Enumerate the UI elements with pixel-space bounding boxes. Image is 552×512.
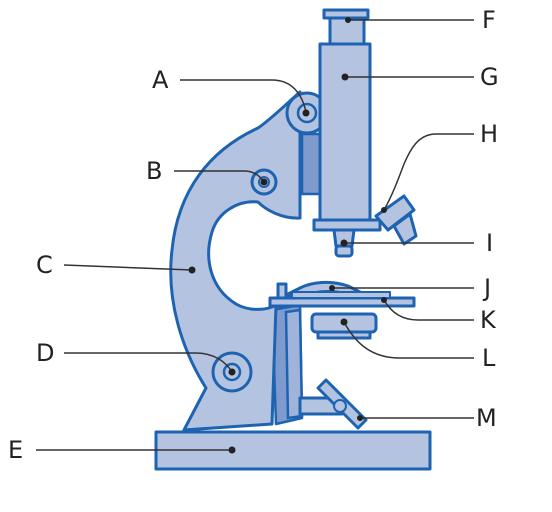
- dot-j: [329, 285, 335, 291]
- microscope-pillar-shadow-inner: [284, 308, 304, 420]
- label-d: D: [36, 339, 54, 367]
- dot-k: [381, 297, 387, 303]
- dot-i: [340, 239, 348, 247]
- stage-clip-post: [276, 282, 288, 300]
- dot-f: [345, 17, 351, 23]
- diaphragm-bottom: [316, 330, 372, 340]
- mirror-pivot: [333, 399, 347, 413]
- dot-c: [188, 266, 196, 274]
- label-f: F: [482, 6, 496, 34]
- label-e: E: [8, 436, 23, 464]
- dot-m: [357, 415, 363, 421]
- label-h: H: [480, 120, 498, 148]
- label-m: M: [476, 404, 497, 432]
- leader-line-l: [343, 321, 474, 359]
- stage: [268, 296, 416, 308]
- label-b: B: [146, 157, 162, 185]
- dot-d: [228, 368, 236, 376]
- dot-e: [228, 446, 236, 454]
- body-tube: [318, 42, 372, 222]
- leader-line-k: [383, 299, 474, 321]
- dot-l: [340, 318, 348, 326]
- label-i: I: [486, 229, 493, 257]
- dot-h: [381, 207, 387, 213]
- angled-objective-tip: [392, 212, 418, 246]
- leader-line-d: [64, 352, 233, 373]
- leader-line-c: [63, 264, 193, 271]
- leader-line-h: [383, 133, 474, 211]
- stage-slide: [291, 291, 391, 299]
- label-k: K: [480, 306, 497, 334]
- label-g: G: [480, 63, 499, 91]
- label-j: J: [482, 274, 491, 302]
- dot-g: [341, 73, 349, 81]
- objective-tip: [334, 244, 354, 258]
- dot-b: [260, 178, 268, 186]
- label-c: C: [36, 251, 53, 279]
- leader-line-a: [180, 79, 307, 113]
- dot-a: [302, 109, 310, 117]
- label-a: A: [152, 66, 169, 94]
- angled-objective: [374, 194, 416, 232]
- label-l: L: [482, 344, 496, 372]
